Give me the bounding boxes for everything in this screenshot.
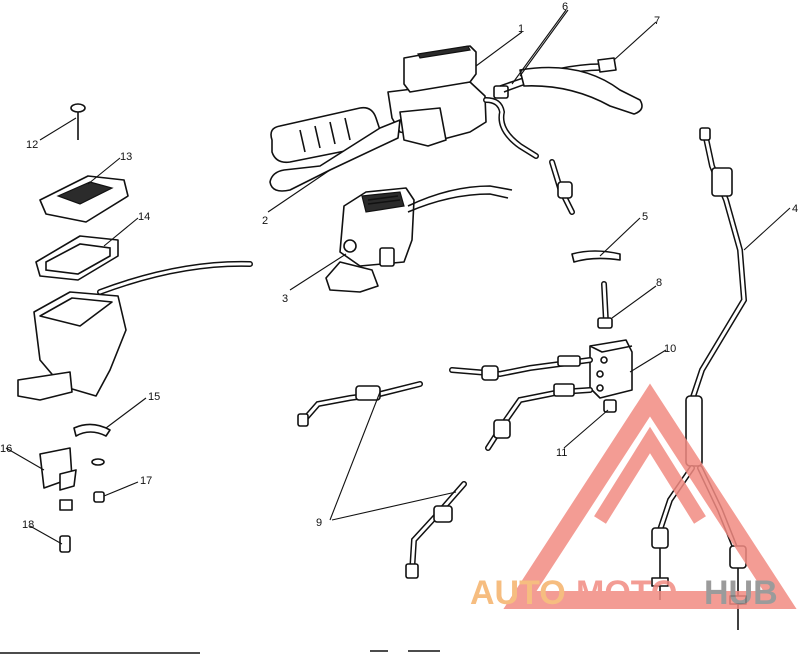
- callout-4: 4: [792, 203, 798, 215]
- callout-7: 7: [654, 15, 660, 27]
- callout-17: 17: [140, 475, 152, 487]
- watermark-triangle-outer: [503, 383, 797, 609]
- callout-11: 11: [556, 447, 567, 459]
- callout-9: 9: [316, 517, 322, 529]
- callout-18: 18: [22, 519, 34, 531]
- watermark-text-hub: HUB: [704, 574, 778, 612]
- footer-fragment: [0, 650, 440, 654]
- callout-3: 3: [282, 293, 288, 305]
- callout-1: 1: [518, 23, 524, 35]
- callout-8: 8: [656, 277, 662, 289]
- switch-housing: [325, 185, 513, 293]
- master-cylinder-exploded: [17, 103, 253, 553]
- leader-lines: [5, 9, 791, 545]
- clip: [571, 250, 621, 263]
- watermark-logo: AUTO MOTO HUB: [470, 383, 797, 612]
- junction-block: [449, 281, 633, 451]
- callout-6: 6: [562, 1, 568, 13]
- throttle-cable: [651, 127, 748, 630]
- callout-12: 12: [26, 139, 38, 151]
- callout-5: 5: [642, 211, 648, 223]
- brake-lines: [297, 381, 467, 579]
- handlebar-master-cylinder-assembly: [269, 45, 643, 192]
- callout-13: 13: [120, 151, 132, 163]
- callout-14: 14: [138, 211, 150, 223]
- watermark-text-moto: MOTO: [576, 574, 677, 612]
- callout-15: 15: [148, 391, 160, 403]
- callout-10: 10: [664, 343, 676, 355]
- watermark-triangle-inner: [594, 426, 706, 524]
- brake-hose-upper: [549, 159, 575, 215]
- callout-16: 16: [0, 443, 12, 455]
- watermark-text-auto: AUTO: [470, 574, 566, 612]
- callouts: 1 2 3 4 5 6 7 8 9 10 11 12 13 14 15 16 1…: [0, 1, 798, 531]
- callout-2: 2: [262, 215, 268, 227]
